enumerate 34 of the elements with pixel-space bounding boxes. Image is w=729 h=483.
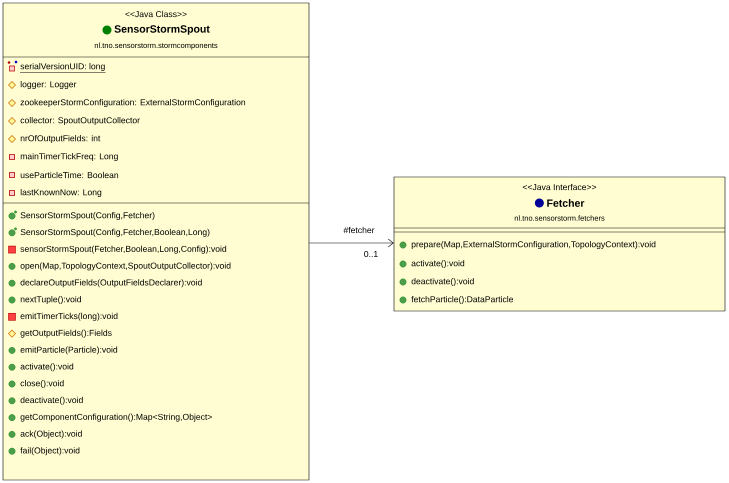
method-text: emitParticle(Particle):void [20,346,118,354]
method-text: getOutputFields():Fields [20,330,112,338]
method-text: activate():void [412,260,464,268]
method-text: sensorStormSpout(Fetcher,Boolean,Long,Config):void [20,246,226,254]
method-text: SensorStormSpout(Config,Fetcher) [20,212,154,220]
stereotype-label: <<Java Class>> [125,10,187,18]
method-text: SensorStormSpout(Config,Fetcher,Boolean,Long) [20,228,210,237]
class-name: Fetcher [547,199,584,207]
attribute-text: useParticleTime: Boolean [20,172,118,178]
method-text: fetchParticle():DataParticle [411,296,514,304]
method-text: emitTimerTicks(long):void [20,312,118,321]
method-text: close():void [20,380,64,388]
method-text: getComponentConfiguration():Map<String,Object> [20,414,212,422]
attribute-text: lastKnownNow: Long [20,189,102,198]
attribute-text: mainTimerTickFreq: Long [20,153,118,162]
method-text: activate():void [20,363,74,372]
stereotype-label: <<Java Interface>> [522,184,596,190]
multiplicity-label: 0..1 [364,250,378,258]
method-text: deactivate():void [412,278,474,286]
method-text: ack(Object):void [20,430,82,438]
edge-label: #fetcher [344,226,374,234]
association-arrow [309,238,394,248]
attribute-text: serialVersionUID: long [20,63,105,72]
method-text: open(Map,TopologyContext,SpoutOutputCollector):void [20,262,230,270]
method-text: nextTuple():void [20,296,81,304]
method-text: deactivate():void [20,396,83,405]
class-name: SensorStormSpout [114,25,210,35]
method-text: fail(Object):void [20,447,80,456]
method-text: prepare(Map,ExternalStormConfiguration,TopologyContext):void [412,241,656,250]
attribute-text: collector: SpoutOutputCollector [20,117,140,126]
attribute-text: nrOfOutputFields: int [20,135,100,144]
method-text: declareOutputFields(OutputFieldsDeclarer):void [20,279,202,288]
attribute-text: zookeeperStormConfiguration: ExternalStormConfiguration [20,99,246,108]
attribute-text: logger: Logger [20,81,76,90]
